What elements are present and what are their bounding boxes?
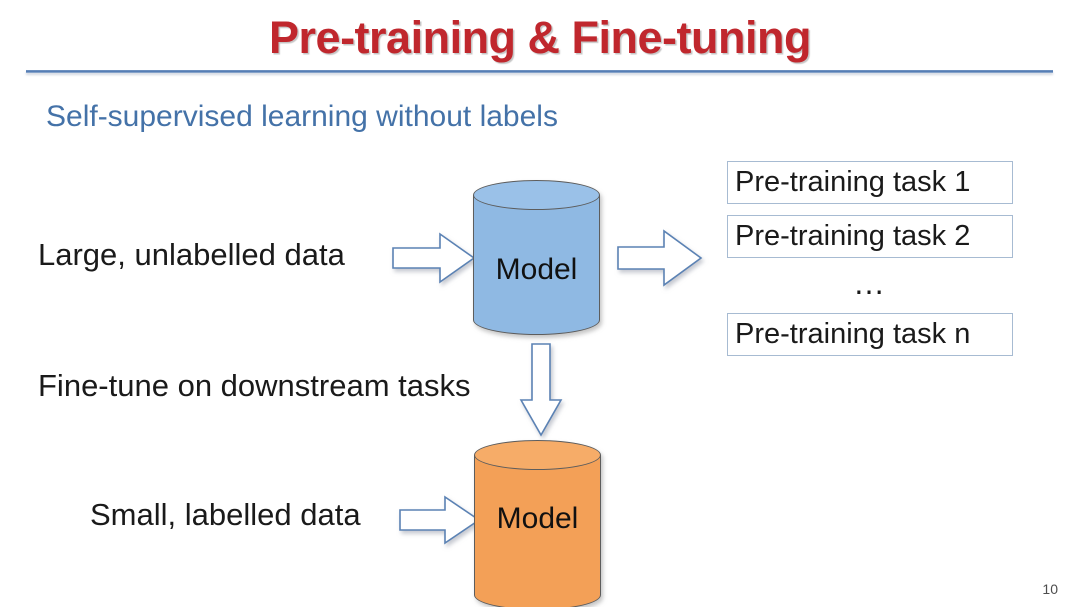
cylinder-body	[474, 455, 601, 595]
subtitle-text: Self-supervised learning without labels	[46, 100, 558, 133]
cylinder-top-ellipse	[474, 440, 601, 470]
pretraining-task-box: Pre-training task 2	[727, 215, 1013, 258]
large-unlabelled-data-label: Large, unlabelled data	[38, 237, 345, 272]
finetuning-model-cylinder: Model	[474, 440, 601, 607]
title-divider	[26, 70, 1053, 73]
pretraining-model-label: Model	[495, 253, 578, 286]
small-labelled-data-label: Small, labelled data	[90, 497, 361, 532]
cylinder-top-ellipse	[473, 180, 600, 210]
finetuning-model-label: Model	[496, 502, 579, 535]
right-arrow-icon	[392, 232, 476, 284]
pretraining-model-cylinder: Model	[473, 180, 600, 335]
pretraining-task-box: Pre-training task n	[727, 313, 1013, 356]
cylinder-body	[473, 195, 600, 320]
fine-tune-downstream-label: Fine-tune on downstream tasks	[38, 368, 471, 403]
page-number: 10	[1042, 581, 1058, 597]
right-arrow-icon	[617, 228, 703, 288]
down-arrow-icon	[519, 343, 563, 437]
right-arrow-icon	[399, 495, 481, 545]
pretraining-task-box: Pre-training task 1	[727, 161, 1013, 204]
page-title: Pre-training & Fine-tuning	[269, 12, 811, 63]
pretraining-task-ellipsis: …	[853, 265, 887, 301]
